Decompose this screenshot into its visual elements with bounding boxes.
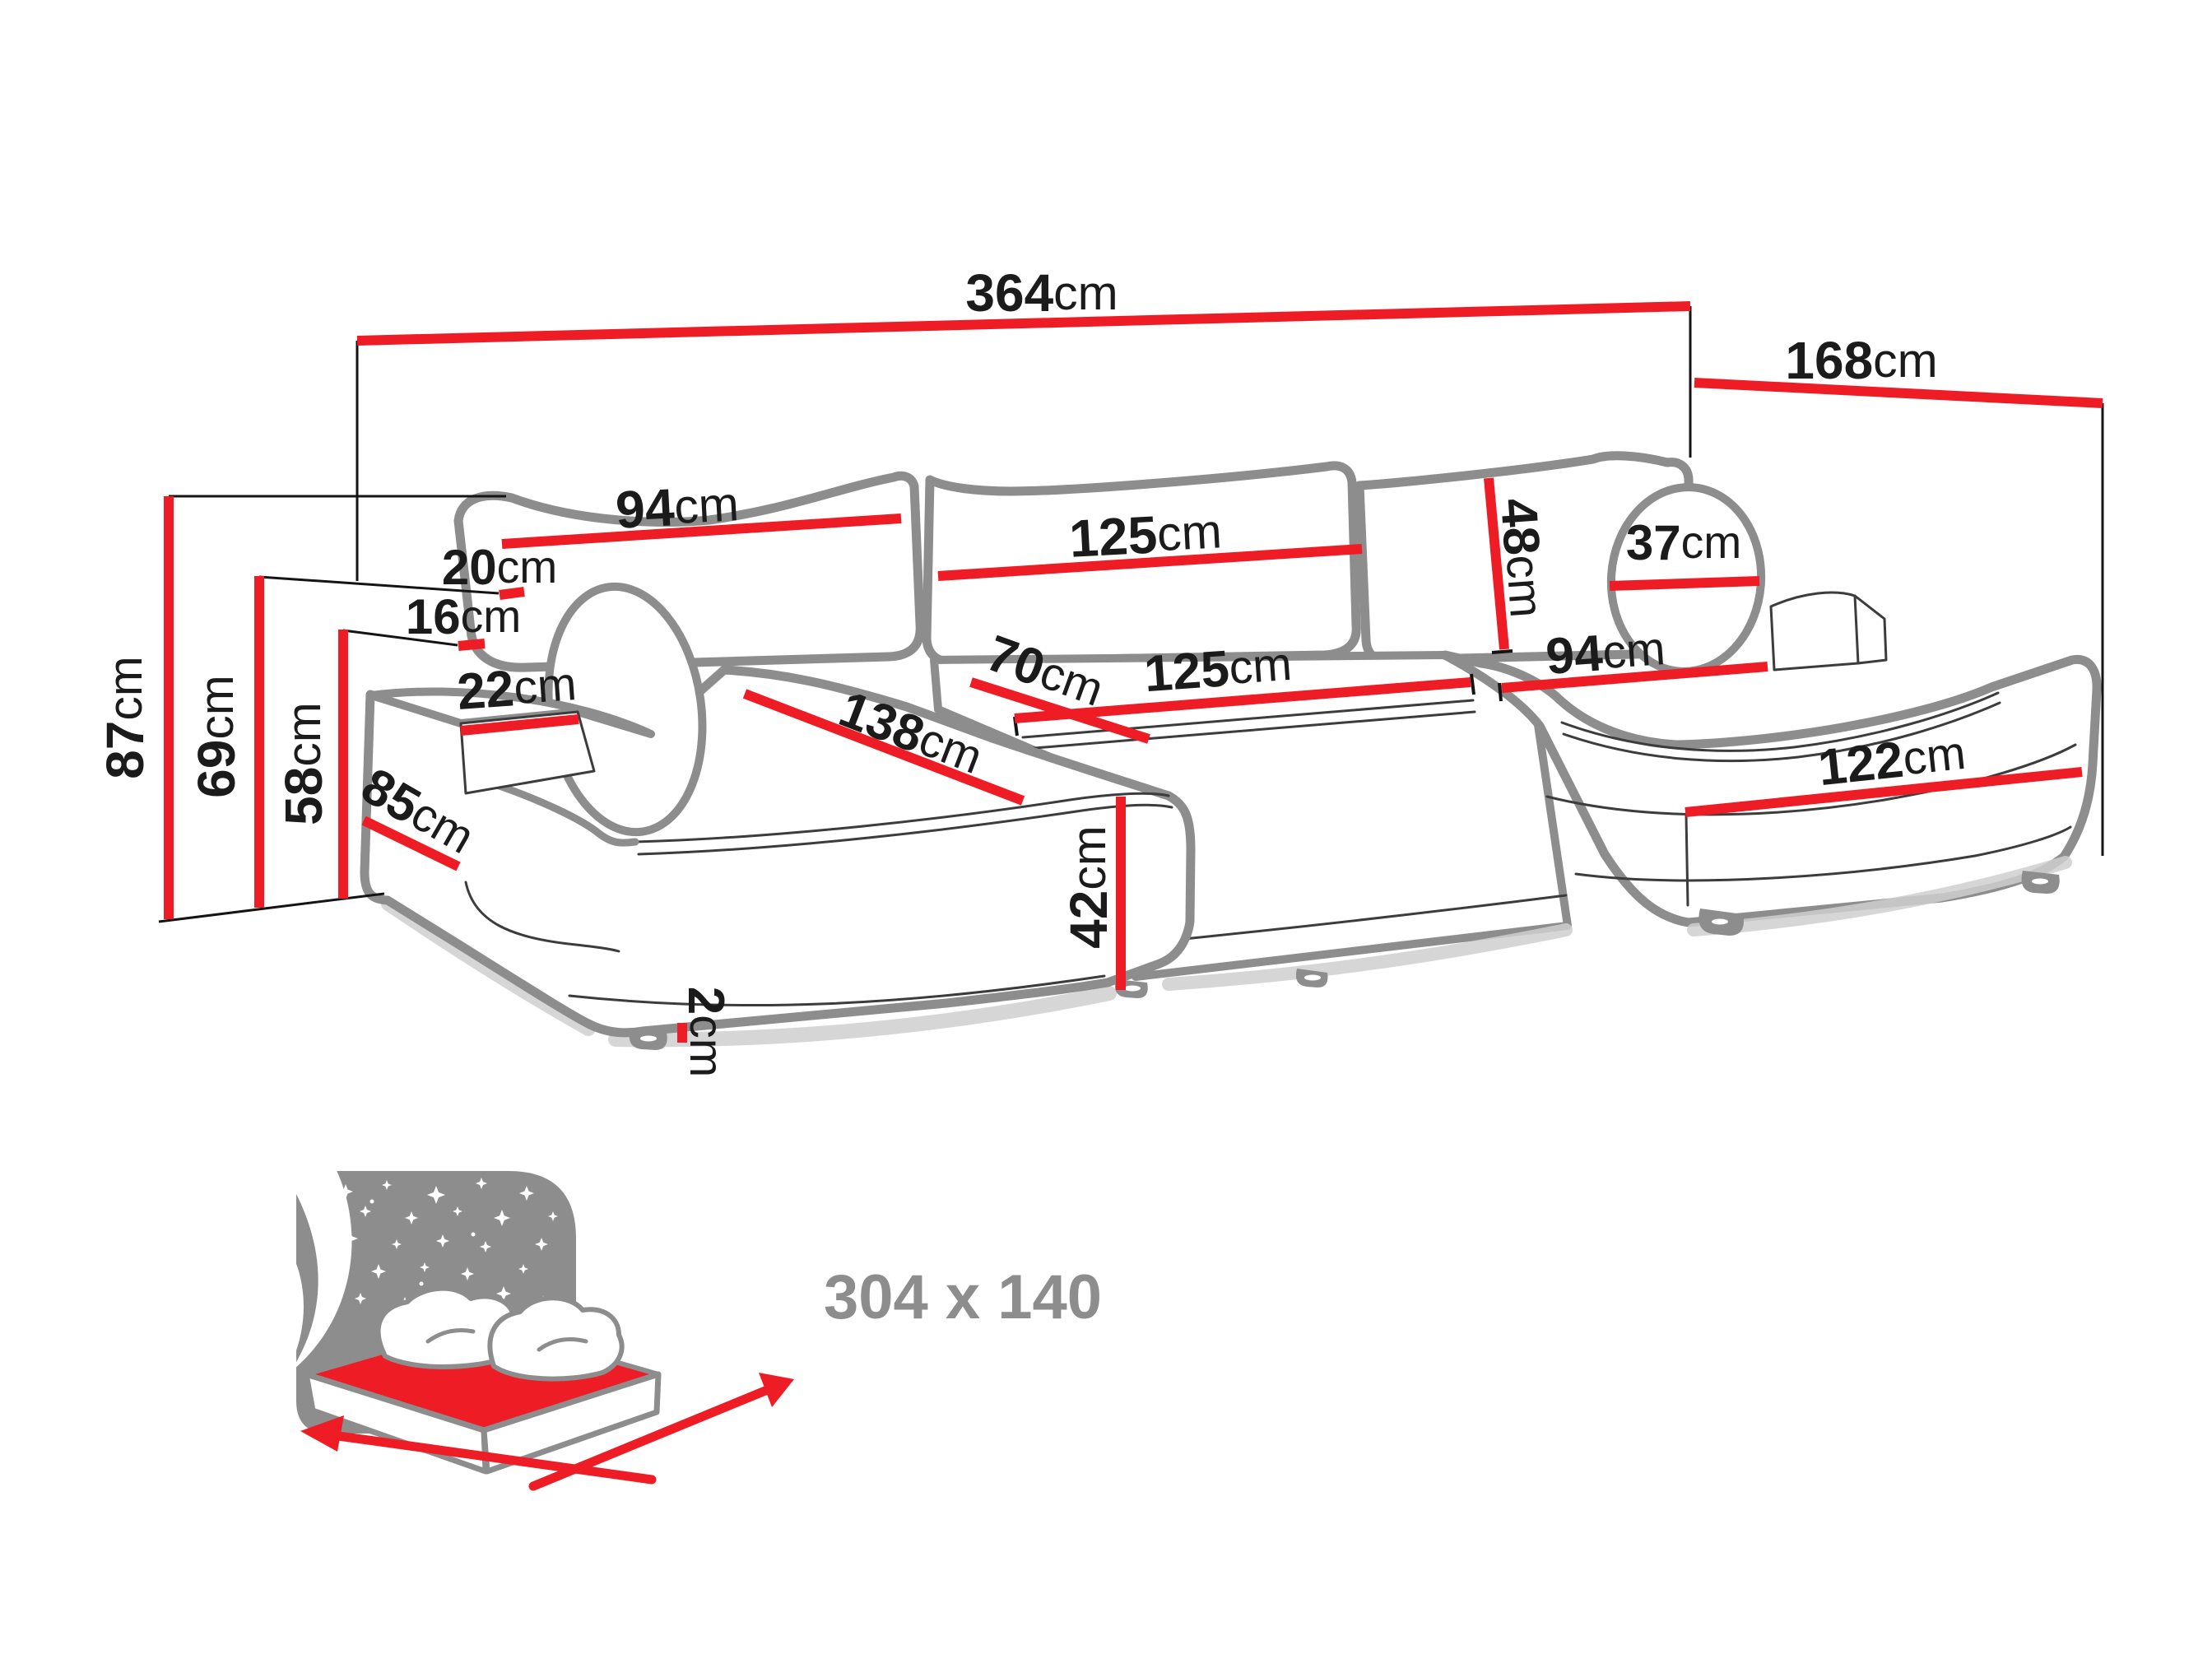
dim-line-side-height (361, 816, 461, 871)
size-arrow (528, 1386, 770, 1491)
dim-label-bolster-diameter: 37cm (1626, 515, 1741, 570)
dim-line-total-depth (1694, 378, 2103, 408)
dim-label-chaise-right-depth: 94cm (1544, 620, 1666, 685)
sofa-illustration (360, 451, 2102, 1050)
dim-line-chaise-right-depth (1501, 662, 1768, 693)
dim-line-back-cushion-right-h (1484, 477, 1509, 650)
star-icon (519, 1186, 534, 1201)
star-icon (496, 1286, 511, 1301)
dim-label-seat-height: 42cm (1059, 825, 1118, 949)
star-icon (338, 1184, 353, 1199)
dim-line-gap-mid (458, 639, 486, 651)
dim-line-seat-width-mid (1014, 677, 1471, 723)
arrowhead-icon (759, 1373, 794, 1407)
dimension-end-tick (1491, 649, 1513, 654)
star-icon (427, 1186, 445, 1204)
dimension-connector (158, 892, 385, 923)
star-icon (453, 1206, 462, 1216)
size-arrow (328, 1430, 657, 1485)
star-icon (360, 1206, 371, 1217)
star-icon (436, 1234, 449, 1248)
dimension-end-tick (1470, 673, 1475, 695)
chaise-right (1440, 650, 2102, 927)
dim-line-total-width (356, 301, 1691, 346)
dim-label-gap-mid: 16cm (406, 589, 521, 644)
dim-label-back-cushion-right-h: 48cm (1490, 496, 1555, 619)
dim-line-back-cushion-left (501, 514, 902, 549)
star-icon (548, 1211, 558, 1221)
armrest-right (1769, 591, 1888, 672)
dim-label-gap-top: 20cm (442, 540, 557, 595)
arrowhead-icon (300, 1415, 344, 1452)
dim-line-armrest-width (460, 714, 579, 736)
curtain-icon (278, 1162, 352, 1373)
armrest-left-top (368, 687, 655, 738)
star-icon (392, 1239, 402, 1249)
star-icon (382, 1180, 392, 1190)
star-icon (420, 1262, 430, 1272)
dim-line-back-cushion-mid (937, 544, 1363, 581)
curtain-icon (272, 1244, 304, 1391)
dim-label-leg-height: 2cm (678, 987, 735, 1078)
dim-line-chaise-left-length (742, 689, 1025, 806)
dimension-connector (342, 629, 458, 647)
dim-label-armrest-width: 22cm (455, 656, 578, 721)
star-icon (494, 1210, 510, 1226)
dim-label-total-depth: 168cm (1785, 331, 1937, 390)
dimension-connector (258, 575, 500, 595)
dim-label-chaise-right-length: 122cm (1815, 724, 1968, 796)
dim-label-total-width: 364cm (965, 263, 1118, 323)
dim-line-bolster-diameter (1609, 576, 1760, 591)
star-icon (518, 1264, 528, 1274)
dimension-lines (164, 301, 2103, 1043)
dim-line-gap-top (499, 587, 525, 600)
dim-label-armrest-height: 69cm (187, 675, 246, 798)
dim-line-chaise-right-length (1685, 767, 2083, 817)
pillow-icon (375, 1285, 523, 1369)
dim-label-back-cushion-left: 94cm (614, 474, 740, 540)
star-icon (355, 1293, 366, 1304)
sleeping-function-icon: 304 x 140 (272, 1162, 1102, 1491)
dim-label-backrest-height: 58cm (274, 702, 333, 825)
dimension-end-tick (1498, 682, 1503, 702)
star-icon (461, 1267, 474, 1280)
star-icon (480, 1241, 491, 1252)
star-icon (371, 1264, 386, 1279)
star-icon (476, 1178, 487, 1189)
dim-label-seat-width-mid: 125cm (1142, 635, 1294, 702)
pillow-icon (487, 1295, 625, 1382)
star-icon (405, 1211, 418, 1224)
sleeping-area-size: 304 x 140 (824, 1262, 1102, 1332)
star-icon (535, 1238, 548, 1251)
dim-label-total-height: 87cm (95, 656, 155, 779)
dim-label-back-cushion-mid: 125cm (1068, 501, 1224, 569)
